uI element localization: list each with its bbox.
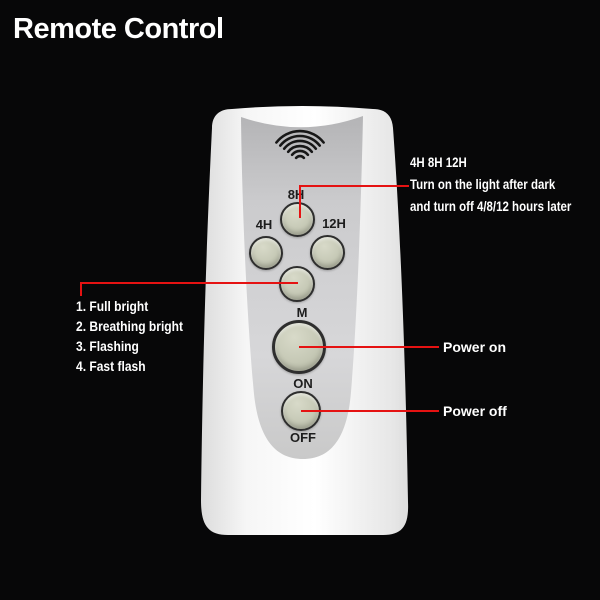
callout-line-8h-horizontal [299, 185, 409, 187]
button-12h [310, 235, 345, 270]
callout-line-8h-vertical [299, 186, 301, 218]
button-label-8h: 8H [287, 187, 305, 202]
callout-line-power-on [299, 346, 439, 348]
timer-annotation-line2: and turn off 4/8/12 hours later [410, 198, 572, 214]
light-mode-item: 3. Flashing [76, 338, 139, 354]
button-label-4h: 4H [255, 217, 273, 232]
button-label-12h: 12H [322, 216, 346, 231]
power-off-annotation: Power off [443, 403, 507, 419]
page-title: Remote Control [13, 13, 224, 45]
light-modes-annotation: 1. Full bright 2. Breathing bright 3. Fl… [76, 296, 183, 376]
callout-line-m-vertical [80, 282, 82, 296]
callout-line-m-horizontal [80, 282, 298, 284]
button-label-off: OFF [290, 430, 316, 445]
light-mode-item: 1. Full bright [76, 298, 149, 314]
light-mode-item: 4. Fast flash [76, 358, 146, 374]
power-on-annotation: Power on [443, 339, 507, 355]
timer-annotation-heading: 4H 8H 12H [410, 154, 467, 170]
button-m [279, 266, 315, 302]
button-8h [280, 202, 315, 237]
timer-annotation: 4H 8H 12H Turn on the light after dark a… [410, 151, 571, 217]
button-label-on: ON [293, 376, 313, 391]
timer-annotation-line1: Turn on the light after dark [410, 176, 556, 192]
button-4h [249, 236, 283, 270]
wireless-signal-icon [275, 129, 325, 160]
callout-line-power-off [301, 410, 439, 412]
button-label-m: M [296, 305, 308, 320]
light-mode-item: 2. Breathing bright [76, 318, 184, 334]
